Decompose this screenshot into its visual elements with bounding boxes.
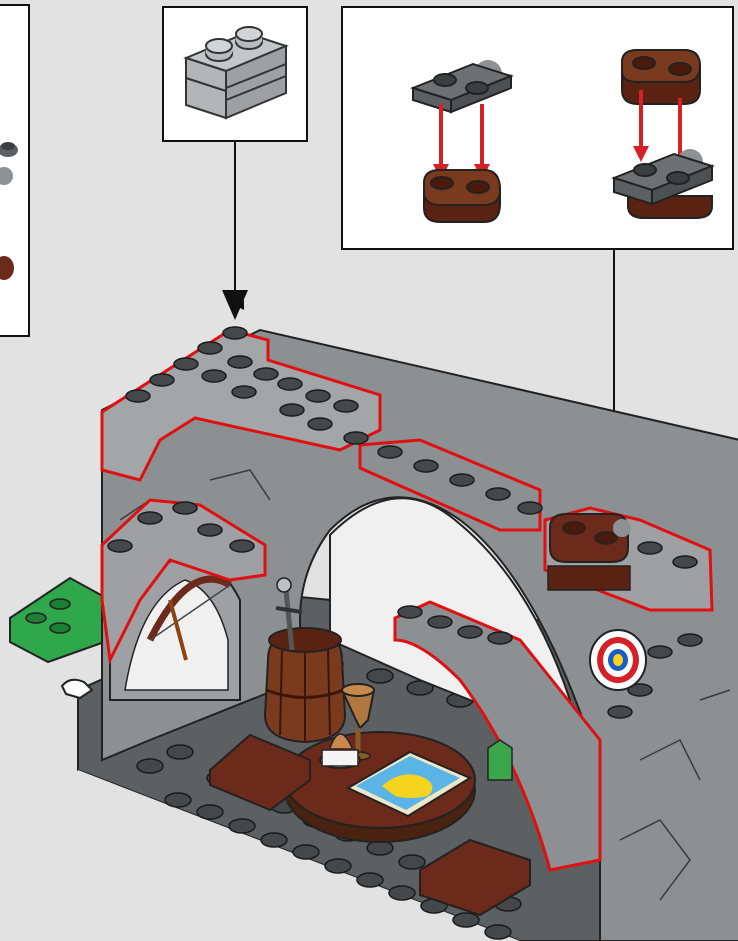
target-icon [590, 630, 646, 690]
plate-1x2-reddish-brown-icon [622, 50, 700, 104]
installed-subassembly [548, 514, 631, 590]
subassembly-step-1 [413, 60, 511, 222]
main-model [10, 327, 738, 941]
bottle-icon [488, 740, 512, 780]
plate-1x2-dark-grey-icon [413, 60, 511, 112]
previous-step-parts [0, 142, 18, 280]
combined-plates-icon [614, 149, 712, 218]
barrel-icon [265, 628, 345, 742]
plate-1x2-reddish-brown-icon [424, 170, 500, 222]
green-plate [10, 578, 110, 662]
brick-1x2-masonry-icon [186, 27, 286, 118]
subassembly-step-2 [614, 50, 712, 218]
